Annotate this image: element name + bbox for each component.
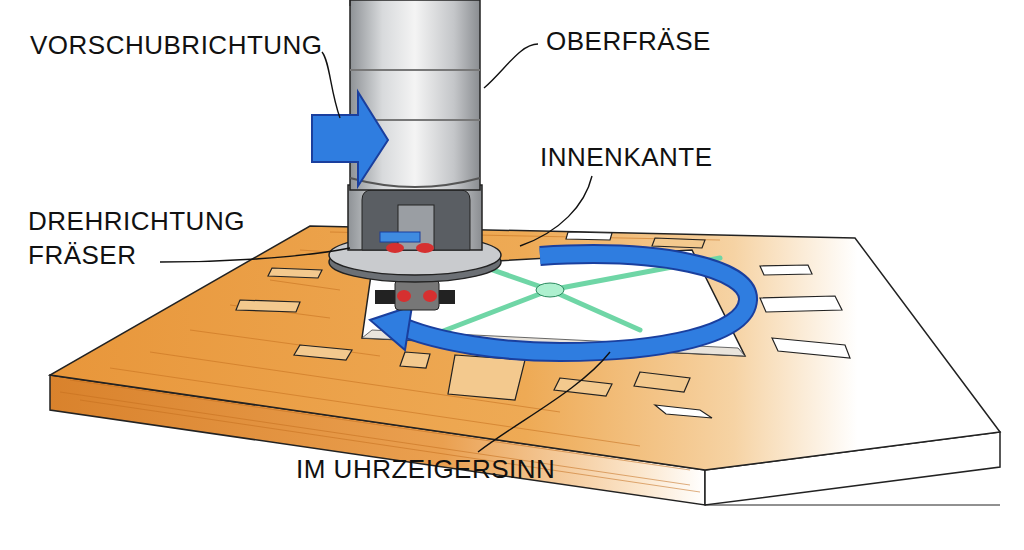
callout-label: OBERFRÄSE [546, 24, 766, 58]
feed-arrow [312, 92, 388, 186]
guide-slots [236, 232, 850, 418]
leader-lines [160, 44, 610, 452]
workpiece-board [50, 226, 1000, 505]
callout-label: DREHRICHTUNG FRÄSER [28, 204, 258, 272]
callout-label: INNENKANTE [540, 140, 780, 174]
callout-label: VORSCHUBRICHTUNG [30, 28, 330, 62]
callout-label: IM UHRZEIGERSINN [296, 452, 616, 486]
